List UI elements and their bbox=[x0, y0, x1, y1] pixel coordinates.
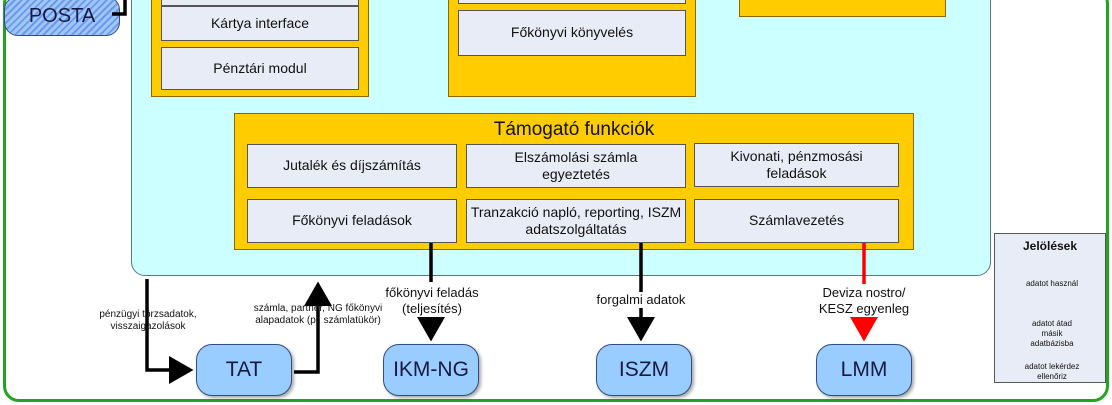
support-item-label: Jutalék és díjszámítás bbox=[283, 157, 421, 174]
legend-title: Jelölések bbox=[1022, 239, 1078, 253]
flow-label-iszm: forgalmi adatok bbox=[596, 292, 686, 307]
flow-label-ikm: főkönyvi feladás (teljesítés) bbox=[385, 285, 479, 316]
middle-module-top-partial bbox=[458, 0, 686, 4]
module-label: Kártya interface bbox=[210, 14, 310, 31]
system-lmm[interactable]: LMM bbox=[816, 344, 912, 396]
system-posta[interactable]: POSTA bbox=[4, 0, 120, 36]
support-statement[interactable]: Kivonati, pénzmosási feladások bbox=[694, 143, 899, 187]
support-item-label: Főkönyvi feladások bbox=[292, 212, 412, 229]
legend-entry-queries: adatot lekérdez ellenőriz bbox=[1024, 362, 1080, 381]
module-general-ledger[interactable]: Főkönyvi könyvelés bbox=[458, 10, 686, 56]
system-label: POSTA bbox=[28, 4, 96, 27]
system-label: ISZM bbox=[618, 358, 670, 381]
flow-label-lmm: Deviza nostro/ KESZ egyenleg bbox=[818, 285, 910, 316]
support-commission[interactable]: Jutalék és díjszámítás bbox=[247, 144, 457, 188]
legend-entry-passes: adatot átad másik adatbázisba bbox=[1030, 319, 1074, 348]
system-label: IKM-NG bbox=[393, 358, 469, 381]
flow-label-tat-out: számla, partner, NG főkönyvi alapadatok … bbox=[253, 303, 383, 326]
legend-entry-uses: adatot használ bbox=[1025, 279, 1079, 288]
support-item-label: Elszámolási számla egyeztetés bbox=[514, 148, 638, 183]
support-account-keeping[interactable]: Számlavezetés bbox=[694, 199, 899, 243]
arrow-to-tat bbox=[145, 279, 194, 384]
module-card-interface[interactable]: Kártya interface bbox=[161, 6, 359, 41]
module-label: Pénztári modul bbox=[213, 59, 307, 76]
left-module-top-partial bbox=[161, 0, 359, 6]
right-module-group bbox=[739, 0, 946, 17]
support-item-label: Számlavezetés bbox=[749, 212, 844, 229]
support-functions-title: Támogató funkciók bbox=[493, 119, 655, 140]
support-transaction-log[interactable]: Tranzakció napló, reporting, ISZM adatsz… bbox=[466, 199, 686, 243]
module-cashier[interactable]: Pénztári modul bbox=[161, 47, 359, 90]
system-iszm[interactable]: ISZM bbox=[596, 344, 692, 396]
system-label: TAT bbox=[225, 358, 263, 381]
support-settlement[interactable]: Elszámolási számla egyeztetés bbox=[466, 144, 686, 188]
posta-connector bbox=[112, 0, 127, 16]
arrow-from-tat bbox=[294, 281, 332, 374]
support-item-label: Kivonati, pénzmosási feladások bbox=[730, 147, 863, 182]
support-item-label: Tranzakció napló, reporting, ISZM adatsz… bbox=[470, 203, 682, 238]
legend-box bbox=[994, 233, 1106, 383]
system-tat[interactable]: TAT bbox=[196, 344, 292, 396]
system-label: LMM bbox=[840, 358, 888, 381]
support-ledger-postings[interactable]: Főkönyvi feladások bbox=[247, 199, 457, 243]
flow-label-tat-in: pénzügyi törzsadatok, visszaigazolások bbox=[99, 309, 197, 332]
system-ikm-ng[interactable]: IKM-NG bbox=[383, 344, 479, 396]
module-label: Főkönyvi könyvelés bbox=[510, 24, 634, 41]
